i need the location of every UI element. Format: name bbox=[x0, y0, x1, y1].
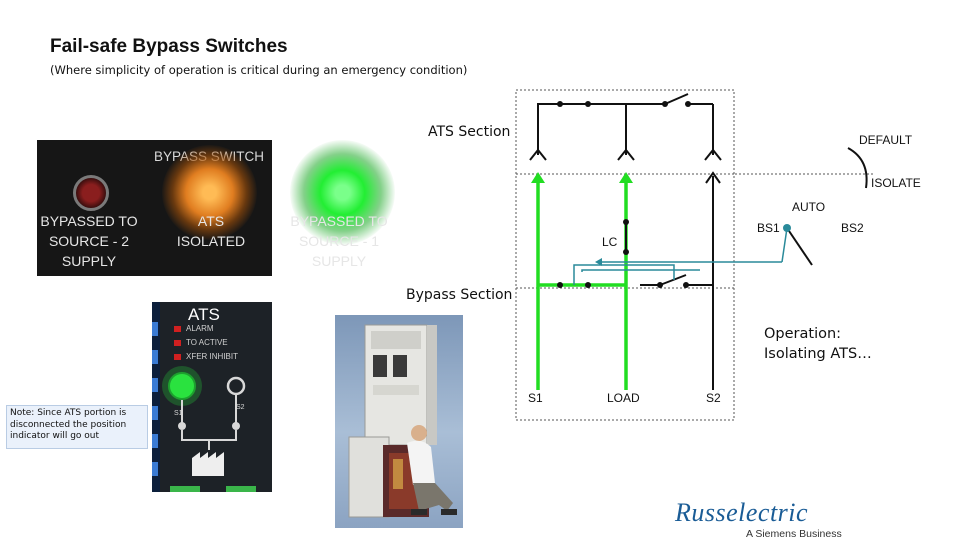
isolate-label: ISOLATE bbox=[871, 176, 921, 190]
bypass-section-label: Bypass Section bbox=[406, 287, 513, 303]
ats-control-panel: ATS ALARM TO ACTIVE XFER INHIBIT S1 S2 bbox=[152, 302, 272, 492]
energized-path bbox=[536, 176, 628, 390]
ats-section-label: ATS Section bbox=[428, 124, 511, 140]
to-active-indicator: TO ACTIVE bbox=[174, 338, 228, 347]
xfer-inhibit-indicator: XFER INHIBIT bbox=[174, 352, 238, 361]
logo-tagline: A Siemens Business bbox=[746, 528, 842, 540]
diagram-boundary bbox=[515, 89, 735, 421]
ats-section-bus bbox=[529, 93, 722, 161]
bs1-label: BS1 bbox=[757, 221, 780, 235]
russelectric-logo: Russelectric bbox=[675, 498, 809, 527]
factory-load-icon bbox=[192, 452, 224, 476]
ats-panel-s2-label: S2 bbox=[236, 404, 245, 411]
s1-label: S1 bbox=[528, 391, 543, 405]
note-box: Note: Since ATS portion is disconnected … bbox=[6, 405, 148, 449]
mode-selector-arc bbox=[847, 147, 868, 189]
bs1-pivot bbox=[783, 224, 791, 232]
s1-position-lamp bbox=[168, 372, 196, 400]
lc-label: LC bbox=[602, 235, 618, 249]
operation-caption: Operation: Isolating ATS… bbox=[764, 326, 872, 362]
ats-isolated-indicator-lamp bbox=[162, 145, 257, 240]
control-linkage bbox=[573, 227, 788, 285]
ats-panel-s1-label: S1 bbox=[174, 410, 183, 417]
bs2-label: BS2 bbox=[841, 221, 864, 235]
default-label: DEFAULT bbox=[859, 133, 913, 147]
switchgear-photo bbox=[335, 315, 463, 528]
page-title: Fail-safe Bypass Switches bbox=[50, 36, 288, 57]
alarm-indicator: ALARM bbox=[174, 324, 214, 333]
source-1-indicator-lamp bbox=[290, 140, 395, 245]
source-2-indicator-lamp bbox=[73, 175, 109, 211]
auto-label: AUTO bbox=[792, 200, 826, 214]
load-label: LOAD bbox=[607, 391, 640, 405]
s2-label: S2 bbox=[706, 391, 721, 405]
ats-panel-title: ATS bbox=[188, 305, 220, 324]
page-subtitle: (Where simplicity of operation is critic… bbox=[50, 63, 468, 77]
